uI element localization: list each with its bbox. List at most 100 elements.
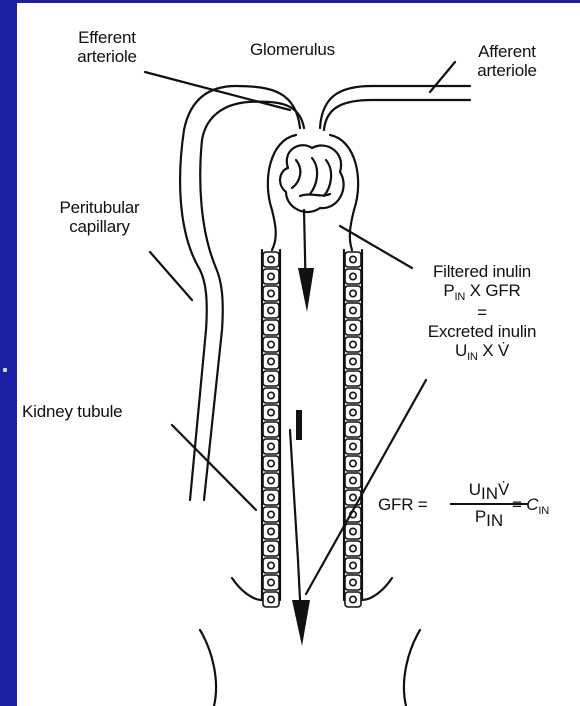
tubule-cell-nucleus — [268, 409, 274, 415]
tubule-cell-nucleus — [350, 562, 356, 568]
tubule-cell-nucleus — [268, 494, 274, 500]
tubule-cell-nucleus — [350, 273, 356, 279]
tubule-cell — [345, 558, 361, 573]
tubule-cell-nucleus — [268, 477, 274, 483]
tubule-cell — [345, 252, 361, 267]
tubule-cell-nucleus — [350, 341, 356, 347]
afferent-outer — [320, 86, 470, 128]
tubule-cell-nucleus — [268, 375, 274, 381]
tubule-cell — [263, 320, 279, 335]
tubule-cell-nucleus — [350, 358, 356, 364]
tubule-cell-nucleus — [350, 460, 356, 466]
tubule-cell-nucleus — [268, 596, 274, 602]
tubule-cell-nucleus — [268, 273, 274, 279]
tubule-cell-nucleus — [268, 290, 274, 296]
formula-equals: = — [402, 303, 562, 322]
tubule-cell — [345, 354, 361, 369]
tubule-cells — [263, 252, 361, 607]
tubule-cell — [345, 388, 361, 403]
equation-rhs: = CIN — [512, 495, 549, 517]
tubule-cell — [263, 507, 279, 522]
tubule-cell-nucleus — [350, 596, 356, 602]
tubule-cell — [263, 303, 279, 318]
tubule-cell — [263, 592, 279, 607]
tubule-cell-nucleus — [350, 307, 356, 313]
tubule-cell-nucleus — [350, 392, 356, 398]
tubule-cell-nucleus — [268, 341, 274, 347]
tubule-cell — [345, 371, 361, 386]
bowman-right — [330, 135, 358, 250]
tubule-cell-nucleus — [268, 358, 274, 364]
label-efferent-arteriole: Efferent arteriole — [62, 28, 152, 66]
leader-peritubular — [150, 252, 192, 300]
label-afferent-arteriole: Afferent arteriole — [452, 42, 562, 80]
tubule-cell — [263, 490, 279, 505]
tubule-cell-nucleus — [350, 409, 356, 415]
tubule-cell — [263, 371, 279, 386]
tubule-cell-nucleus — [350, 528, 356, 534]
tubule-cell-nucleus — [350, 324, 356, 330]
tubule-cell — [345, 269, 361, 284]
tubule-cell — [345, 456, 361, 471]
tubule-cell — [345, 405, 361, 420]
tubule-cell-nucleus — [350, 579, 356, 585]
tubule-cell — [345, 286, 361, 301]
label-efferent-line1: Efferent — [62, 28, 152, 47]
tubule-cell — [345, 337, 361, 352]
tubule-cell — [263, 541, 279, 556]
excretion-arrowhead — [292, 600, 310, 646]
tubule-cell-nucleus — [268, 579, 274, 585]
tubule-cell — [263, 558, 279, 573]
tubule-cell-nucleus — [268, 324, 274, 330]
tubule-cell-nucleus — [268, 443, 274, 449]
label-efferent-line2: arteriole — [62, 47, 152, 66]
tubule-cell — [263, 337, 279, 352]
label-peritubular-capillary: Peritubular capillary — [42, 198, 157, 236]
label-glomerulus: Glomerulus — [250, 40, 335, 59]
tubule-cell — [263, 354, 279, 369]
label-kidney-tubule: Kidney tubule — [22, 402, 122, 421]
tubule-cell — [345, 303, 361, 318]
label-peritubular-line1: Peritubular — [42, 198, 157, 217]
leader-efferent — [145, 72, 290, 110]
leader-tubule — [172, 425, 256, 510]
excretion-arrow-top — [296, 410, 302, 440]
label-afferent-line2: arteriole — [452, 61, 562, 80]
tubule-cell — [345, 490, 361, 505]
tubule-cell-nucleus — [268, 511, 274, 517]
tubule-cell-nucleus — [350, 426, 356, 432]
tubule-cell — [345, 592, 361, 607]
label-filtered-inulin: Filtered inulin — [402, 262, 562, 281]
tubule-cell-nucleus — [268, 307, 274, 313]
tubule-cell — [263, 286, 279, 301]
tubule-cell-nucleus — [268, 426, 274, 432]
tubule-cell-nucleus — [350, 290, 356, 296]
label-excreted-inulin: Excreted inulin — [402, 322, 562, 341]
tubule-cell-nucleus — [350, 443, 356, 449]
efferent-peritubular-inner — [200, 102, 304, 500]
tubule-cell — [345, 524, 361, 539]
tubule-cell — [263, 473, 279, 488]
tubule-cell — [345, 473, 361, 488]
tubule-cell — [263, 252, 279, 267]
tubule-cell — [263, 456, 279, 471]
tubule-cell — [263, 388, 279, 403]
label-peritubular-line2: capillary — [42, 217, 157, 236]
filtrate-arrowhead — [298, 268, 314, 312]
tubule-cell-nucleus — [268, 256, 274, 262]
formula-filtered: PIN X GFR — [402, 281, 562, 303]
tubule-cell — [263, 405, 279, 420]
efferent-peritubular-outer — [180, 86, 300, 500]
tubule-cell-nucleus — [350, 256, 356, 262]
tubule-cell — [263, 439, 279, 454]
tubule-cell — [263, 422, 279, 437]
tubule-cell — [345, 439, 361, 454]
afferent-inner — [324, 100, 470, 130]
tubule-cell — [345, 422, 361, 437]
label-filtered-inulin-block: Filtered inulin PIN X GFR = Excreted inu… — [402, 262, 562, 363]
tubule-cell — [263, 524, 279, 539]
tubule-cell-nucleus — [268, 528, 274, 534]
leader-excreted — [306, 380, 426, 594]
tubule-cell — [263, 269, 279, 284]
tubule-cell-nucleus — [268, 392, 274, 398]
